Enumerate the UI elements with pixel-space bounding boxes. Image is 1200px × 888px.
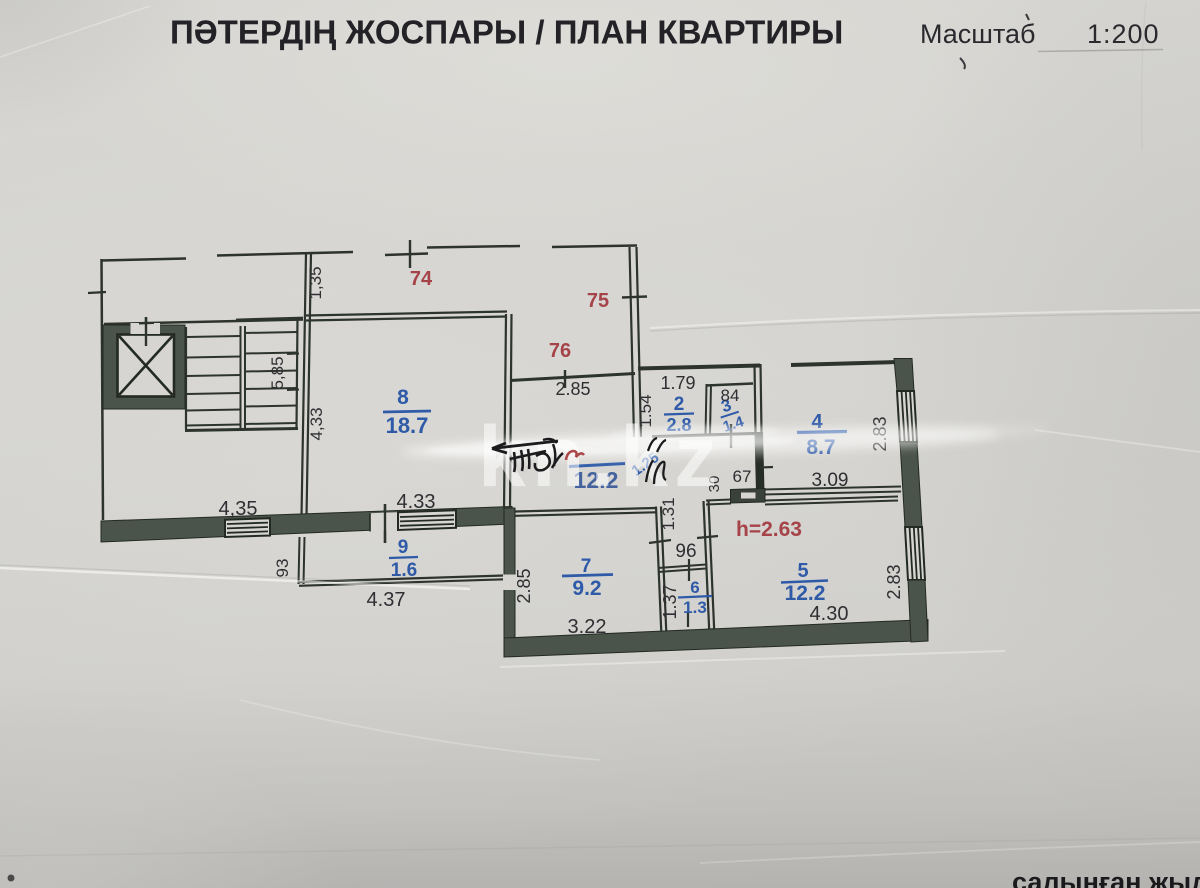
svg-text:8: 8	[397, 386, 409, 409]
svg-text:4,35: 4,35	[219, 498, 258, 520]
svg-text:4: 4	[811, 411, 823, 433]
svg-text:1.54: 1.54	[636, 394, 655, 427]
svg-text:7: 7	[581, 556, 592, 577]
svg-text:9: 9	[398, 537, 409, 558]
svg-text:30: 30	[706, 476, 723, 493]
svg-text:1.6: 1.6	[391, 560, 417, 581]
svg-text:67: 67	[733, 467, 752, 486]
svg-text:1.37: 1.37	[660, 584, 680, 619]
svg-text:Масштаб: Масштаб	[920, 19, 1036, 49]
svg-text:2.83: 2.83	[884, 564, 904, 599]
svg-text:9.2: 9.2	[572, 577, 601, 600]
svg-text:84: 84	[721, 386, 740, 405]
svg-text:96: 96	[675, 541, 696, 562]
svg-text:4.30: 4.30	[810, 603, 849, 625]
svg-text:салынған жылы: салынған жылы	[1012, 867, 1200, 888]
svg-text:93: 93	[273, 559, 292, 578]
svg-text:1,35: 1,35	[306, 266, 325, 299]
svg-text:4.33: 4.33	[397, 491, 436, 513]
svg-text:6: 6	[690, 578, 699, 597]
svg-text:ПӘТЕРДІҢ ЖОСПАРЫ / ПЛАН КВАРТИ: ПӘТЕРДІҢ ЖОСПАРЫ / ПЛАН КВАРТИРЫ	[170, 14, 843, 51]
svg-text:2.85: 2.85	[514, 568, 534, 603]
svg-text:5: 5	[797, 560, 808, 582]
svg-text:74: 74	[410, 268, 433, 290]
svg-text:12.2: 12.2	[574, 467, 619, 493]
svg-text:3.22: 3.22	[568, 616, 607, 638]
svg-text:4,33: 4,33	[307, 407, 326, 440]
svg-text:3.09: 3.09	[812, 470, 849, 491]
svg-text:1:200: 1:200	[1087, 19, 1160, 49]
svg-text:1.79: 1.79	[660, 373, 695, 393]
svg-text:h=2.63: h=2.63	[736, 518, 802, 541]
svg-text:18.7: 18.7	[386, 413, 429, 438]
svg-text:4.37: 4.37	[367, 589, 406, 611]
svg-text:2: 2	[674, 394, 685, 415]
svg-text:5,85: 5,85	[268, 356, 287, 389]
svg-text:76: 76	[549, 340, 571, 362]
svg-text:1.3: 1.3	[683, 598, 707, 617]
svg-text:12.2: 12.2	[785, 582, 826, 605]
svg-text:75: 75	[587, 290, 609, 312]
svg-text:1.31: 1.31	[659, 497, 678, 530]
svg-text:2.85: 2.85	[555, 379, 590, 399]
